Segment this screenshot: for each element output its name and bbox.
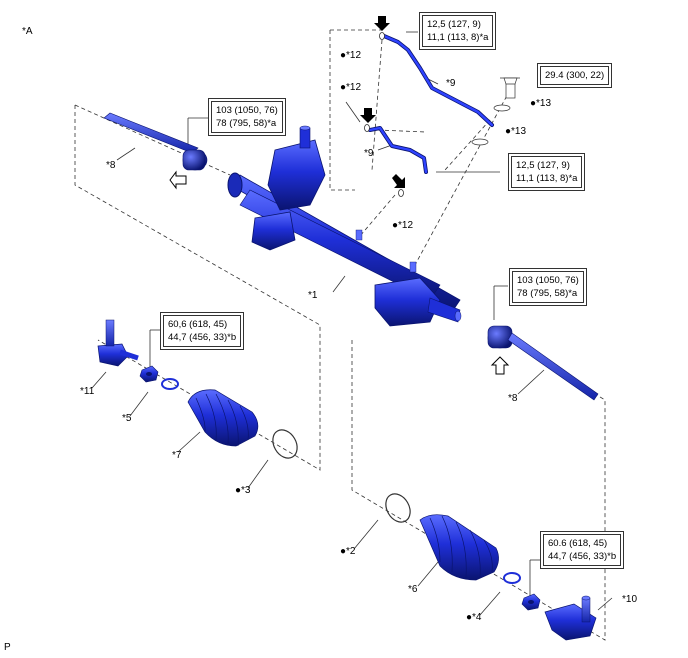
callout-8-right: *8: [508, 393, 518, 404]
callout-1: *1: [308, 290, 318, 301]
torque-box-bolt: 29.4 (300, 22): [537, 63, 613, 88]
torque-line: 29.4 (300, 22): [545, 70, 605, 81]
callout-7: *7: [172, 450, 182, 461]
union-bolt-and-gaskets: [471, 77, 518, 146]
torque-box-tie-rod-right: 103 (1050, 76) 78 (795, 58)*a: [509, 268, 587, 306]
torque-box-locknut-left: 60,6 (618, 45) 44,7 (456, 33)*b: [160, 312, 245, 350]
clamp-left: [161, 378, 179, 390]
callout-8-left: *8: [106, 160, 116, 171]
callout-12-top: ●*12: [340, 50, 362, 61]
callout-9-top: *9: [446, 78, 456, 89]
torque-line: 12,5 (127, 9): [516, 160, 570, 171]
torque-box-pipe-top: 12,5 (127, 9) 11,1 (113, 8)*a: [419, 12, 497, 50]
callout-10: *10: [622, 594, 638, 605]
inner-tie-rod-right: [487, 325, 599, 401]
clamp-boot-right: [385, 493, 411, 523]
footer-label: P: [4, 642, 11, 653]
torque-line: 103 (1050, 76): [216, 105, 278, 116]
tie-rod-end-left: [97, 319, 139, 367]
pipe-gaskets: [364, 32, 404, 197]
torque-line: 60.6 (618, 45): [548, 538, 608, 549]
locknut-left: [139, 365, 159, 383]
torque-line: 78 (795, 58)*a: [216, 118, 277, 129]
callout-13-top: ●*13: [530, 98, 552, 109]
torque-line: 11,1 (113, 8)*a: [516, 173, 578, 184]
callout-6: *6: [408, 584, 418, 595]
callout-2: ●*2: [340, 546, 356, 557]
callout-12-mid: ●*12: [340, 82, 362, 93]
torque-line: 44,7 (456, 33)*b: [168, 332, 237, 343]
clamp-boot-left: [272, 429, 298, 459]
torque-box-tie-rod-left: 103 (1050, 76) 78 (795, 58)*a: [208, 98, 286, 136]
torque-box-locknut-right: 60.6 (618, 45) 44,7 (456, 33)*b: [540, 531, 625, 569]
view-label: *A: [22, 26, 33, 37]
torque-line: 12,5 (127, 9): [427, 19, 481, 30]
callout-12-low: ●*12: [392, 220, 414, 231]
boot-left: [187, 389, 259, 447]
torque-line: 44,7 (456, 33)*b: [548, 551, 617, 562]
callout-11: *11: [80, 386, 95, 397]
torque-box-pipe-mid: 12,5 (127, 9) 11,1 (113, 8)*a: [508, 153, 586, 191]
black-arrows: [360, 16, 405, 188]
inner-tie-rod-left: [103, 112, 208, 171]
boot-right: [419, 514, 499, 581]
torque-line: 11,1 (113, 8)*a: [427, 32, 489, 43]
torque-line: 103 (1050, 76): [517, 275, 579, 286]
steering-gear-body: [227, 125, 462, 327]
callout-13-low: ●*13: [505, 126, 527, 137]
locknut-right: [521, 593, 541, 611]
clamp-right: [503, 572, 521, 584]
callout-9-mid: *9: [364, 148, 374, 159]
torque-line: 60,6 (618, 45): [168, 319, 228, 330]
callout-4: ●*4: [466, 612, 482, 623]
pressure-pipes: [368, 34, 494, 174]
torque-line: 78 (795, 58)*a: [517, 288, 578, 299]
hollow-arrows: [169, 170, 510, 375]
callout-3: ●*3: [235, 485, 251, 496]
tie-rod-end-right: [544, 595, 597, 641]
callout-5: *5: [122, 413, 132, 424]
